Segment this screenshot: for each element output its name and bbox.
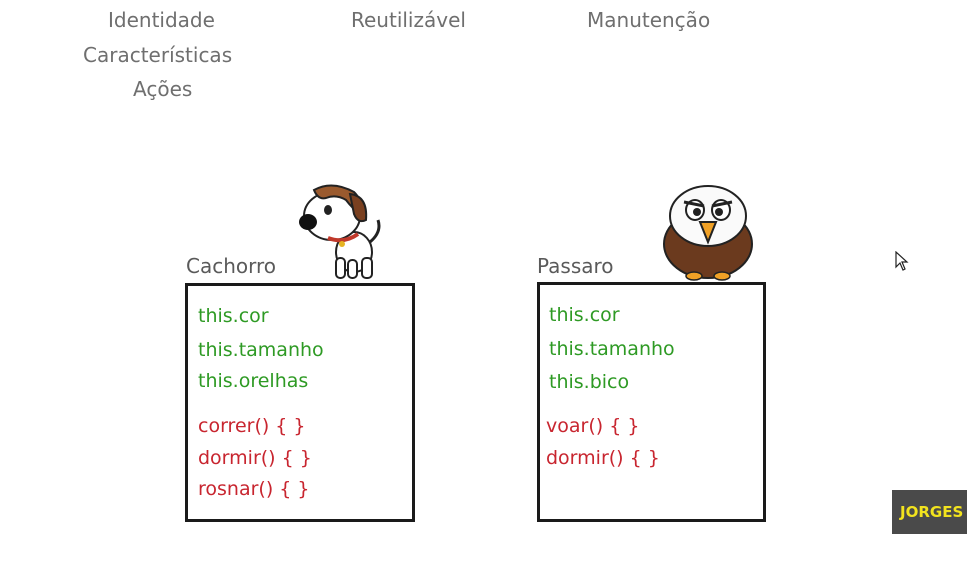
class-name-cachorro: Cachorro <box>186 254 277 278</box>
method-correr: correr() { } <box>198 415 306 437</box>
label-manutencao: Manutenção <box>587 8 711 32</box>
attribute-cor: this.cor <box>198 305 269 327</box>
attribute-cor: this.cor <box>549 304 620 326</box>
attribute-orelhas: this.orelhas <box>198 370 309 392</box>
class-box-passaro <box>537 282 766 522</box>
eagle-icon <box>663 185 753 281</box>
cursor-icon <box>895 251 909 271</box>
label-reutilizavel: Reutilizável <box>351 8 466 32</box>
method-voar: voar() { } <box>546 415 640 437</box>
attribute-tamanho: this.tamanho <box>198 339 324 361</box>
method-dormir: dormir() { } <box>546 447 660 469</box>
presenter-badge: JORGES <box>892 490 967 534</box>
class-box-cachorro <box>185 283 415 522</box>
method-rosnar: rosnar() { } <box>198 478 310 500</box>
attribute-bico: this.bico <box>549 371 630 393</box>
label-identidade: Identidade <box>108 8 215 32</box>
class-name-passaro: Passaro <box>537 254 614 278</box>
method-dormir: dormir() { } <box>198 447 312 469</box>
label-caracteristicas: Características <box>83 43 233 67</box>
attribute-tamanho: this.tamanho <box>549 338 675 360</box>
dog-icon <box>299 184 381 279</box>
label-acoes: Ações <box>133 77 193 101</box>
